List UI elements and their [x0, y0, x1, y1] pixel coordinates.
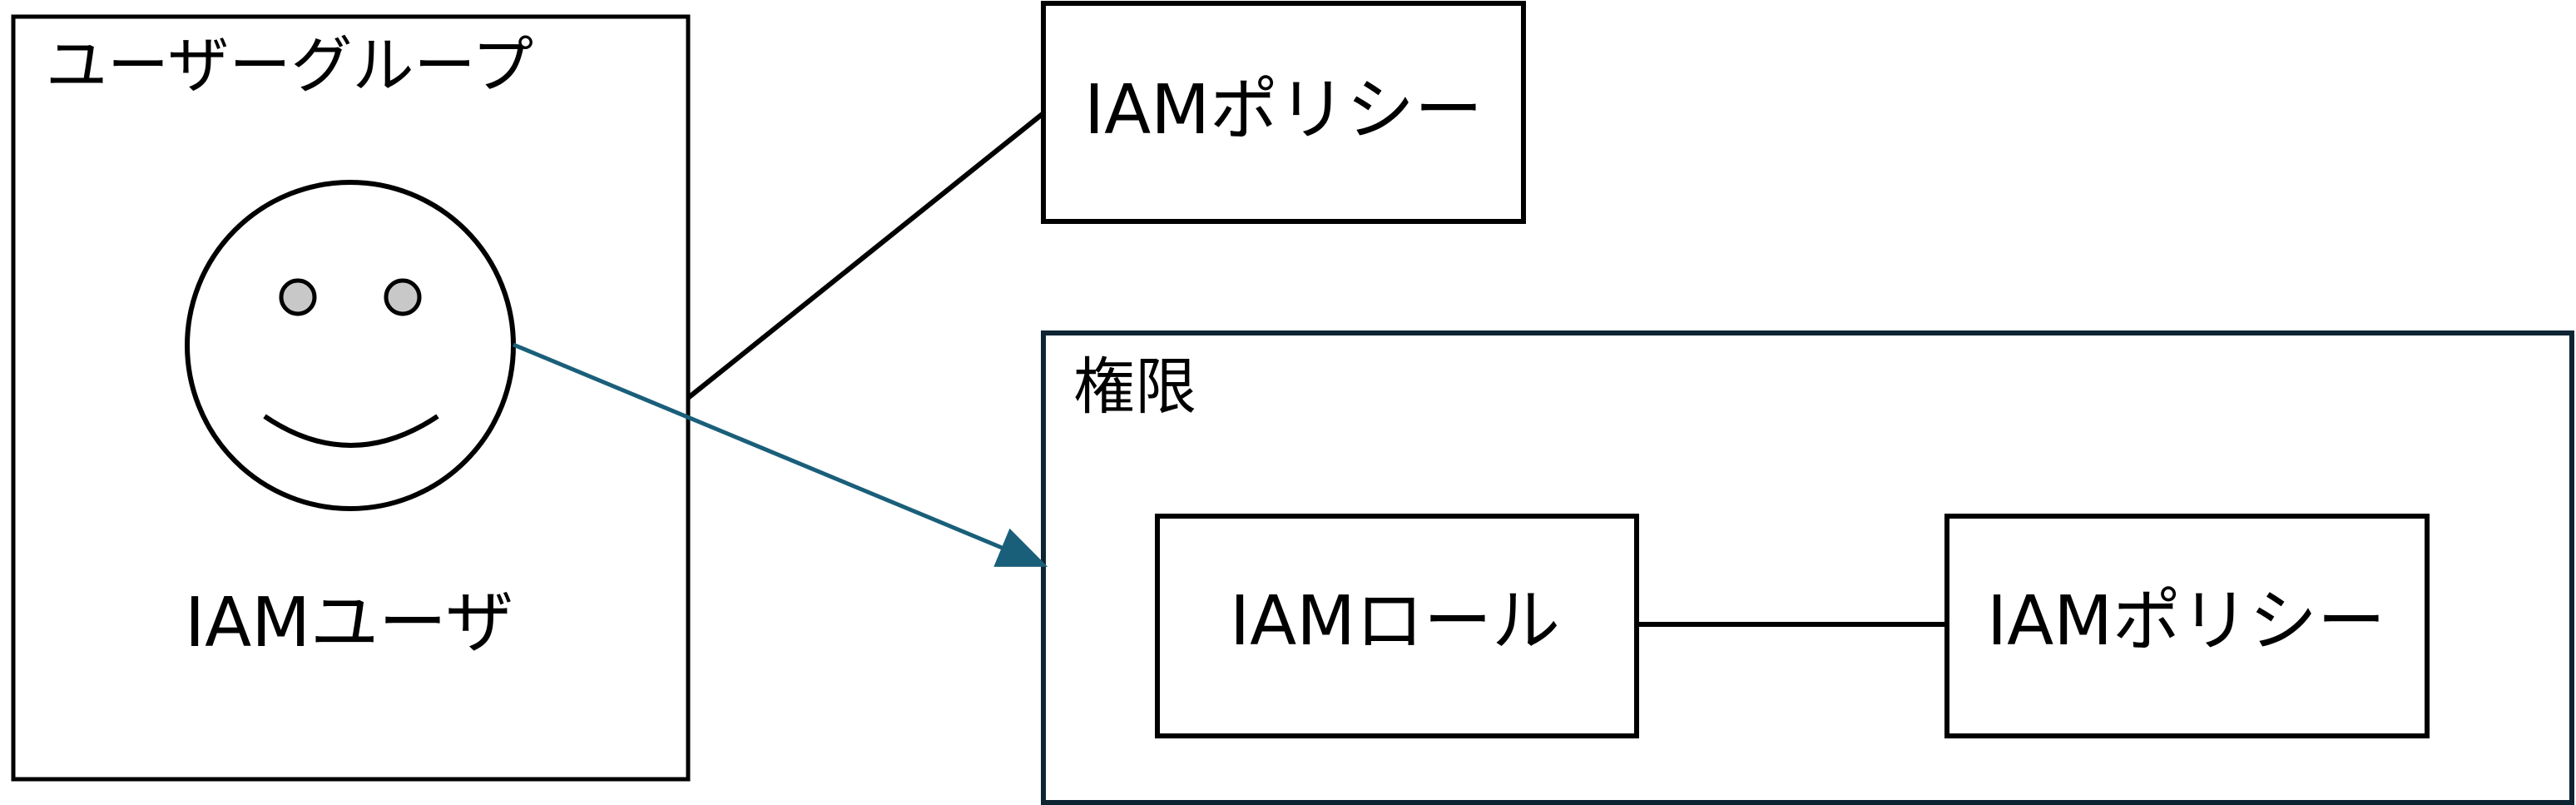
- group-policy-connector: [686, 111, 1045, 400]
- user-group-label: ユーザーグループ: [46, 30, 533, 102]
- smile: [263, 414, 439, 448]
- right-eye: [384, 278, 422, 316]
- iam-role-label: IAMロール: [1230, 582, 1560, 661]
- user-group-box: ユーザーグループ: [11, 14, 691, 782]
- inner-policy-label: IAMポリシー: [1987, 582, 2385, 661]
- smiley-face-icon: [185, 180, 516, 511]
- top-policy-box: IAMポリシー: [1041, 1, 1526, 224]
- iam-user-label: IAMユーザ: [185, 584, 513, 663]
- left-eye: [279, 278, 317, 316]
- permissions-label: 権限: [1073, 351, 1196, 423]
- user-permissions-arrow: [513, 342, 1048, 567]
- top-policy-label: IAMポリシー: [1084, 71, 1483, 150]
- iam-role-box: IAMロール: [1155, 514, 1639, 738]
- inner-policy-box: IAMポリシー: [1944, 514, 2430, 738]
